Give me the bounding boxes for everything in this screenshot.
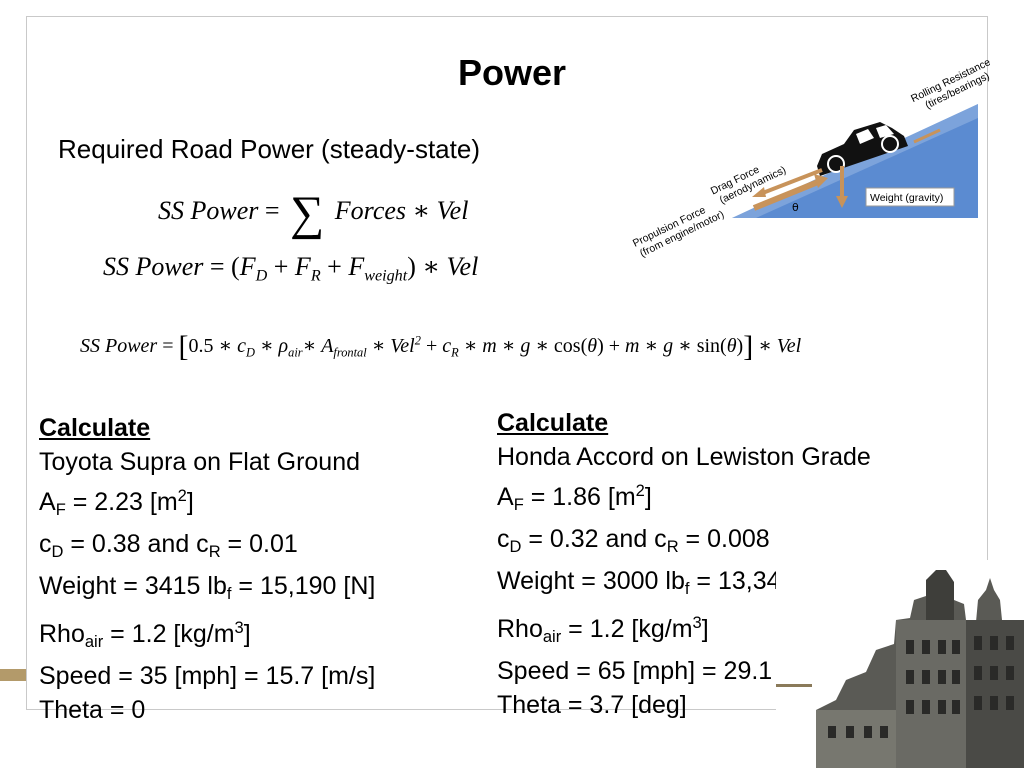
calc-block-right: Calculate Honda Accord on Lewiston Grade… <box>497 406 871 722</box>
eq2-sub-r: R <box>310 267 321 285</box>
calc-left-weight: Weight = 3415 lbf = 15,190 [N] <box>39 571 376 603</box>
eq2-sub-d: D <box>255 267 268 285</box>
calc-left-name: Toyota Supra on Flat Ground <box>39 448 361 476</box>
calc-left-af: AF = 2.23 [m2] <box>39 487 194 519</box>
eq2-f1: F <box>239 252 256 281</box>
eq2-f3: F <box>348 252 365 281</box>
calc-block-left: Calculate Toyota Supra on Flat Ground AF… <box>39 411 375 727</box>
calc-left-cd-cr: cD = 0.38 and cR = 0.01 <box>39 530 298 561</box>
calc-right-af: AF = 1.86 [m2] <box>497 482 652 514</box>
equation-force-sum: SS Power = (FD + FR + Fweight) ∗ Vel <box>103 252 479 285</box>
slide-frame <box>26 16 988 710</box>
theta-label: θ <box>792 201 799 214</box>
weight-arrow <box>836 166 848 208</box>
car-icon <box>817 122 908 176</box>
eq3-cd: c <box>237 335 246 357</box>
eq2-vel: Vel <box>446 252 479 281</box>
eq1-rhs: Forces ∗ Vel <box>334 196 469 225</box>
force-diagram: θ Weight (gravity) Rolling Resistance (t… <box>631 58 990 260</box>
eq3-sin: sin <box>696 335 721 357</box>
eq3-mg-2: m ∗ g <box>625 335 674 357</box>
eq3-vel-2: Vel <box>776 335 802 357</box>
eq2-lhs: SS Power <box>103 252 204 281</box>
eq2-f2: F <box>294 252 311 281</box>
eq3-cr: c <box>442 335 452 357</box>
calc-left-heading: Calculate <box>39 414 151 442</box>
calc-right-theta: Theta = 3.7 [deg] <box>497 690 687 719</box>
eq3-cr-sub: R <box>451 345 459 360</box>
weight-label: Weight (gravity) <box>870 192 943 204</box>
rolling-arrow <box>913 128 941 144</box>
drag-arrow <box>752 168 823 197</box>
slide-title: Power <box>457 52 567 93</box>
slide-subtitle: Required Road Power (steady-state) <box>58 134 480 164</box>
propulsion-arrow <box>752 174 828 211</box>
calc-right-name: Honda Accord on Lewiston Grade <box>497 443 871 471</box>
eq3-lhs: SS Power <box>80 335 158 357</box>
eq3-a-sub: frontal <box>333 345 367 360</box>
equation-full-power: SS Power = [0.5 ∗ cD ∗ ρair∗ Afrontal ∗ … <box>80 330 802 363</box>
eq3-a: A <box>321 335 334 357</box>
calc-left-speed: Speed = 35 [mph] = 15.7 [m/s] <box>39 661 376 690</box>
eq3-rho-sub: air <box>288 345 303 360</box>
eq3-cd-sub: D <box>245 345 255 360</box>
building-image <box>776 560 1024 768</box>
eq3-rho: ρ <box>278 335 289 357</box>
eq3-vel: Vel <box>390 335 415 357</box>
eq3-theta-2: θ <box>726 335 737 357</box>
eq1-lhs: SS Power <box>158 196 259 225</box>
calc-left-rho: Rhoair = 1.2 [kg/m3] <box>39 618 251 651</box>
eq3-cos: cos <box>553 335 581 357</box>
eq2-sub-weight: weight <box>364 267 408 285</box>
calc-right-heading: Calculate <box>497 409 609 437</box>
equation-sum-forces: SS Power = ∑ Forces ∗ Vel <box>158 187 469 240</box>
sigma-symbol: ∑ <box>290 187 325 240</box>
eq3-vel-sup: 2 <box>414 333 421 348</box>
calc-right-rho: Rhoair = 1.2 [kg/m3] <box>497 613 709 646</box>
eq3-half: 0.5 <box>188 335 214 357</box>
calc-right-cd-cr: cD = 0.32 and cR = 0.008 <box>497 525 770 556</box>
calc-left-theta: Theta = 0 <box>39 695 146 724</box>
accent-bar <box>0 669 26 681</box>
eq3-mg-1: m ∗ g <box>482 335 531 357</box>
eq3-theta-1: θ <box>587 335 598 357</box>
